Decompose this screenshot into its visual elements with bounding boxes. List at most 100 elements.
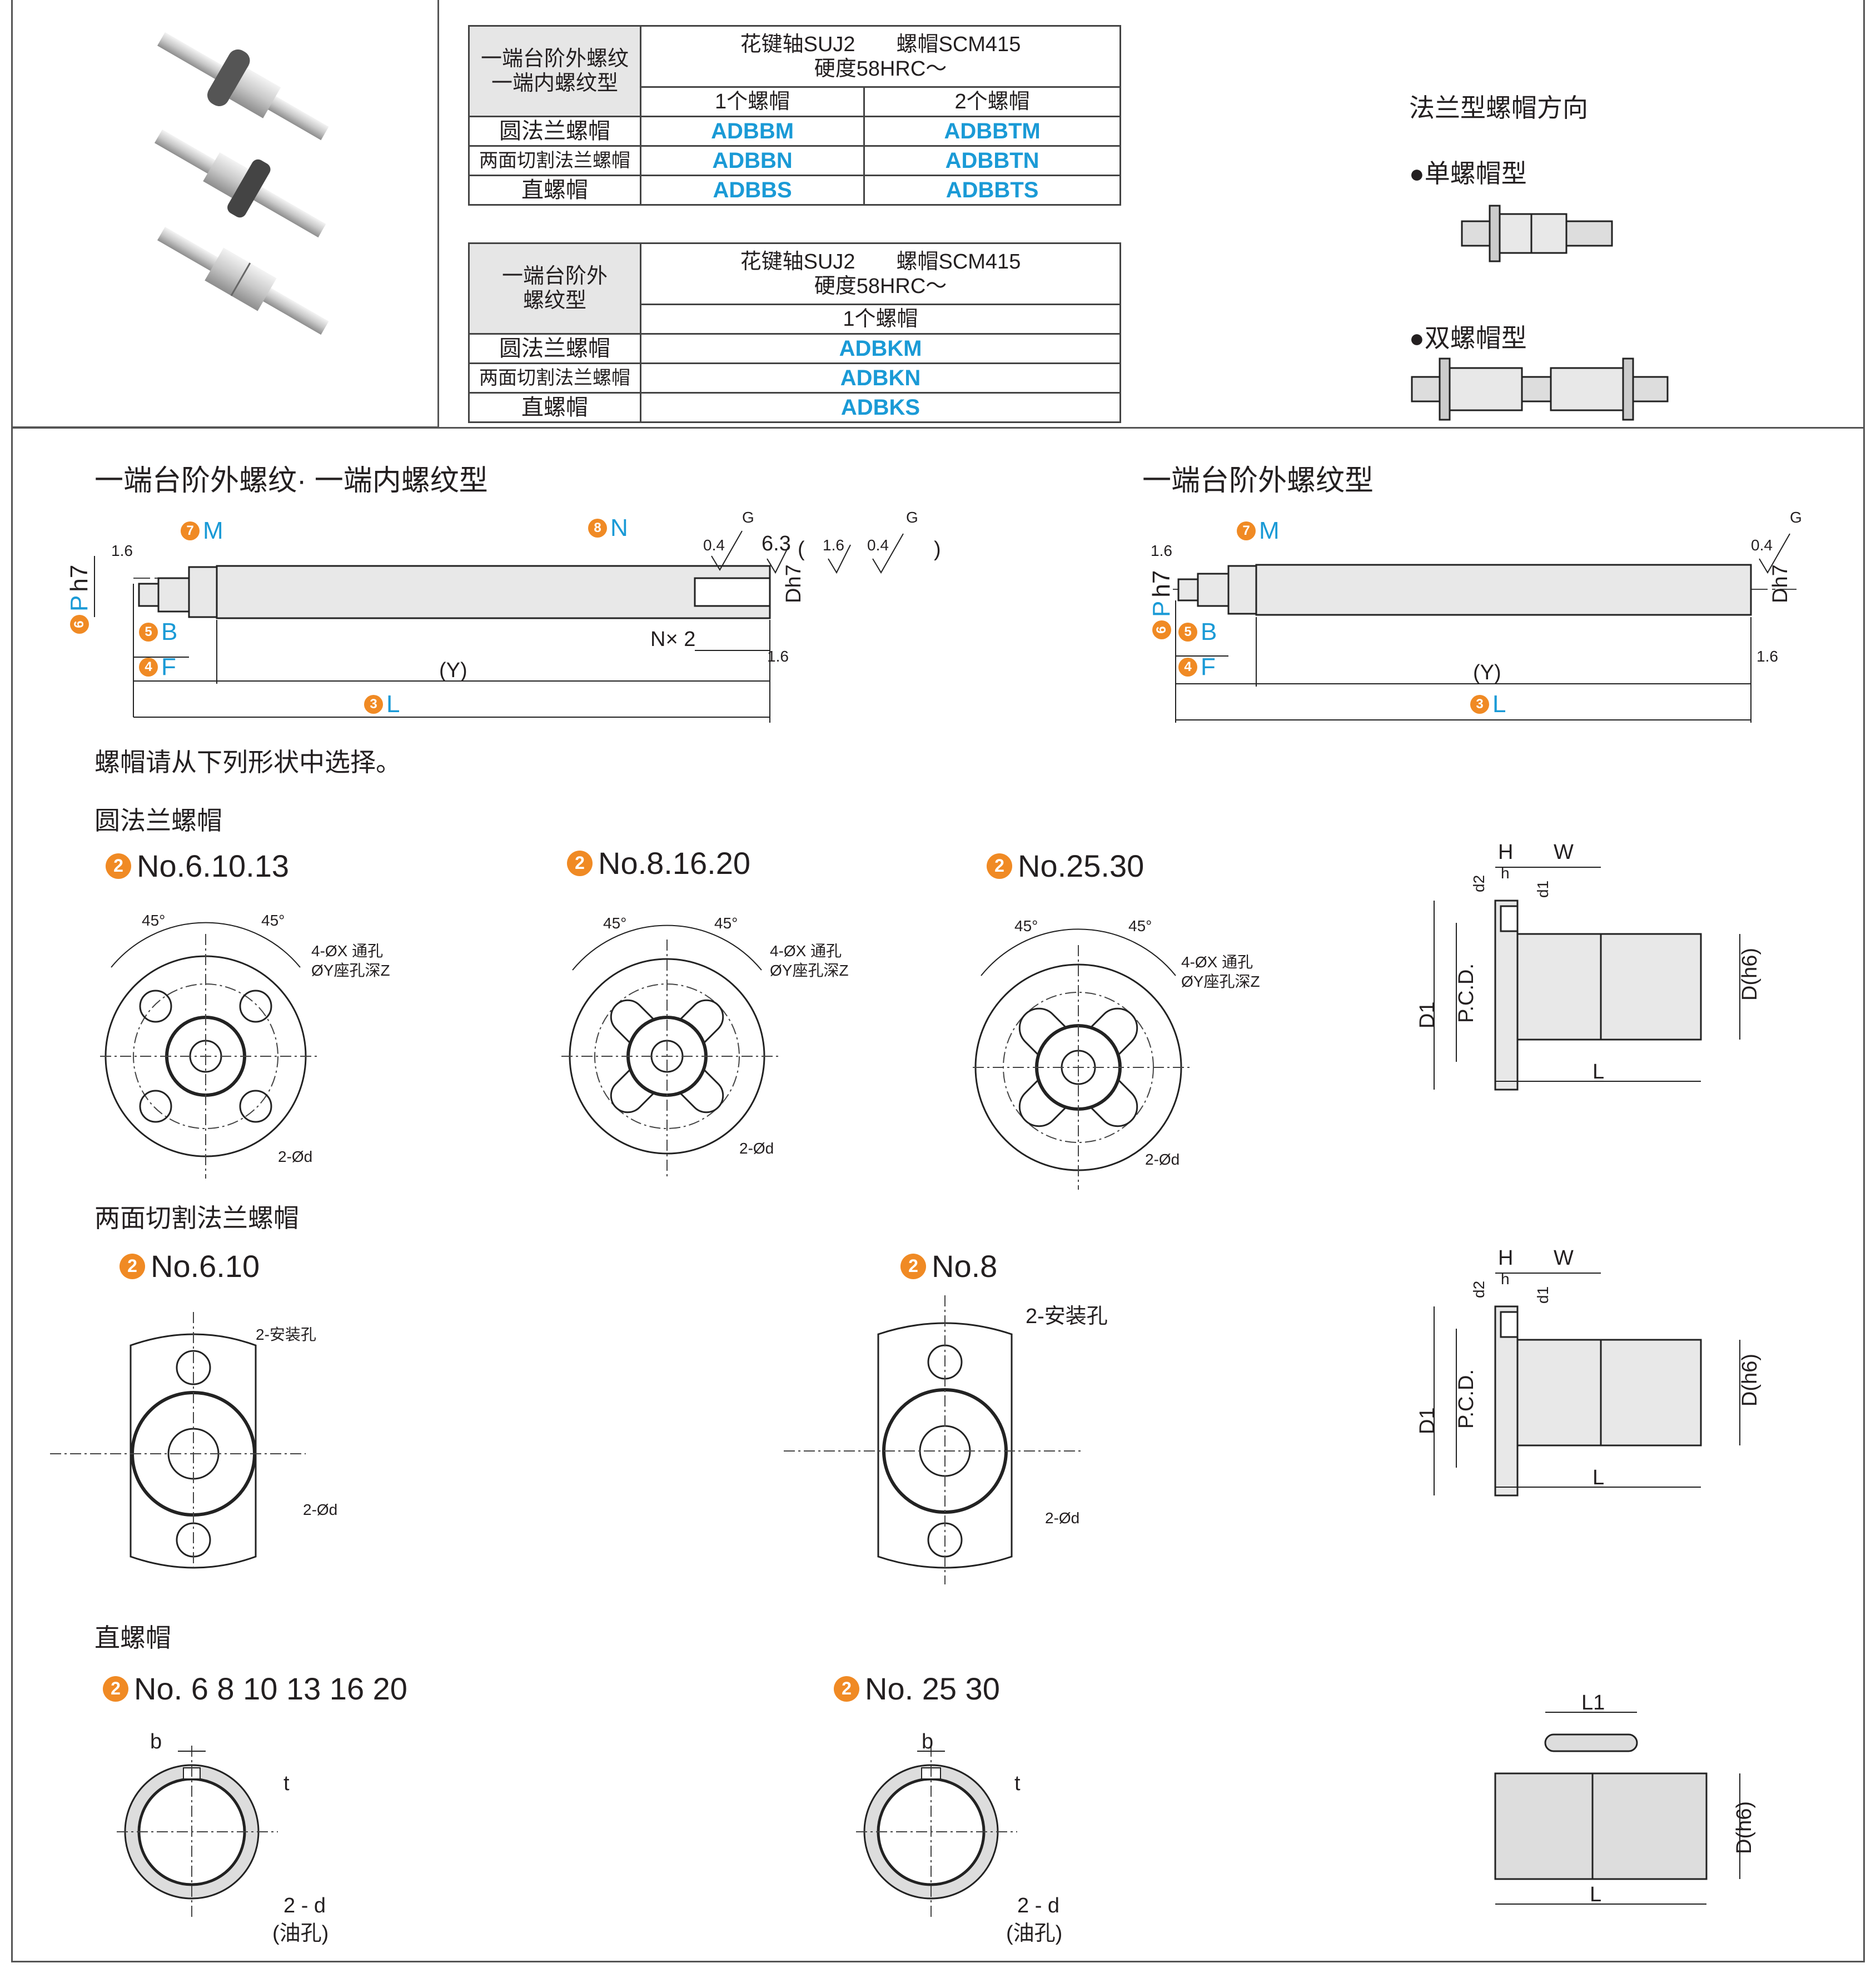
roughness-label: 0.4 [1751, 536, 1773, 554]
dim-t: t [1014, 1772, 1021, 1795]
table2-corner: 一端台阶外螺纹型 [468, 242, 641, 335]
dim-dh7: Dh7 [1769, 564, 1792, 603]
header-divider [11, 427, 1865, 429]
oil-label: 2-Ød [739, 1140, 774, 1157]
angle-label: 45° [603, 915, 626, 932]
drawing1-title: 一端台阶外螺纹· 一端内螺纹型 [94, 465, 488, 497]
roughness-g: G [906, 509, 918, 526]
cut-flange-front-1: 2-安装孔 2-Ød [50, 1312, 337, 1569]
dim-t: t [283, 1772, 290, 1795]
dim-dh7: Dh7 [782, 564, 805, 603]
hole-label: ØY座孔深Z [1181, 973, 1260, 990]
oil-label: 2-Ød [303, 1501, 337, 1518]
table1-code: ADBBM [639, 116, 865, 147]
angle-label: 45° [1014, 917, 1038, 935]
table1-code: ADBBTM [863, 116, 1121, 147]
dim-b: b [150, 1730, 162, 1753]
side-h-small: h [1501, 1270, 1510, 1288]
dim-l: L [1590, 1883, 1601, 1906]
angle-label: 45° [261, 912, 285, 929]
roughness-label: 6.3 [762, 532, 791, 555]
table1-code: ADBBS [639, 175, 865, 206]
orientation-single: ●单螺帽型 [1409, 159, 1527, 188]
straight-side: L1 D(h6) L [1494, 1691, 1756, 1906]
table1-row-name: 两面切割法兰螺帽 [468, 145, 641, 176]
angle-label: 45° [1128, 917, 1152, 935]
side-L: L [1593, 1060, 1604, 1084]
table1-col1: 1个螺帽 [639, 86, 865, 117]
mount-label: 2-安装孔 [1026, 1305, 1108, 1328]
roughness-g: G [742, 509, 754, 526]
table2-code: ADBKN [640, 362, 1121, 394]
dim-b: b [922, 1730, 933, 1753]
oil-label-2: (油孔) [1006, 1922, 1062, 1945]
hole-label: ØY座孔深Z [311, 962, 390, 979]
straight-front-1: b t 2 - d (油孔) [117, 1730, 329, 1945]
hole-label: 4-ØX 通孔 [770, 942, 842, 960]
side-D: D(h6) [1738, 1354, 1761, 1407]
side-D: D(h6) [1738, 948, 1761, 1001]
orientation-title: 法兰型螺帽方向 [1409, 93, 1588, 122]
roughness-label: 0.4 [867, 536, 889, 554]
angle-label: 45° [142, 912, 165, 929]
paren: ( [798, 538, 805, 561]
product-photo [155, 32, 329, 335]
round-flange-front-1: 45° 45° 4-ØX 通孔 ØY座孔深Z 2-Ød [100, 912, 390, 1179]
cut-flange-side: H W h d2 d1 D1 P.C.D. D(h6) L [1416, 1246, 1761, 1497]
table1-col2: 2个螺帽 [863, 86, 1121, 117]
shaft-drawing-1: 1.6 (Y) N× 2 Dh7 0.4 G 1.6 6.3 ( 1.6 0.4… [94, 509, 941, 723]
table1-code: ADBBTN [863, 145, 1121, 176]
table2-code: ADBKS [640, 392, 1121, 423]
side-w-label: W [1554, 841, 1574, 864]
roughness-label: 1.6 [111, 542, 133, 559]
table1-row-name: 直螺帽 [468, 175, 641, 206]
dim-nx2: N× 2 [650, 628, 695, 651]
side-pcd: P.C.D. [1455, 963, 1478, 1023]
oil-label: 2-Ød [1045, 1509, 1079, 1527]
orientation-double: ●双螺帽型 [1409, 324, 1527, 352]
dim-y: (Y) [1473, 661, 1501, 684]
dim-d: D(h6) [1733, 1801, 1756, 1854]
table2-row-name: 两面切割法兰螺帽 [468, 362, 641, 394]
side-d2: d2 [1470, 1281, 1487, 1298]
oil-label: 2 - d [1017, 1894, 1059, 1917]
cut-flange-title: 两面切割法兰螺帽 [94, 1204, 299, 1232]
select-note: 螺帽请从下列形状中选择。 [94, 748, 401, 777]
side-h-small: h [1501, 864, 1510, 882]
side-pcd: P.C.D. [1455, 1369, 1478, 1429]
round-flange-title: 圆法兰螺帽 [94, 806, 222, 835]
side-d1: d1 [1534, 1286, 1551, 1304]
roughness-label: 1.6 [1756, 648, 1778, 665]
dim-l1: L1 [1581, 1691, 1605, 1714]
table2-row-name: 圆法兰螺帽 [468, 333, 641, 364]
round-flange-front-3: 45° 45° 4-ØX 通孔 ØY座孔深Z 2-Ød [973, 917, 1260, 1190]
side-d1: d1 [1534, 881, 1551, 898]
dim-y: (Y) [439, 659, 467, 682]
side-w-label: W [1554, 1246, 1574, 1270]
shaft-drawing-2: 1.6 (Y) Dh7 0.4 G 1.6 [1151, 509, 1802, 723]
oil-label: 2 - d [283, 1894, 326, 1917]
table1-row-name: 圆法兰螺帽 [468, 116, 641, 147]
cut-flange-front-2: 2-安装孔 2-Ød [784, 1295, 1108, 1584]
